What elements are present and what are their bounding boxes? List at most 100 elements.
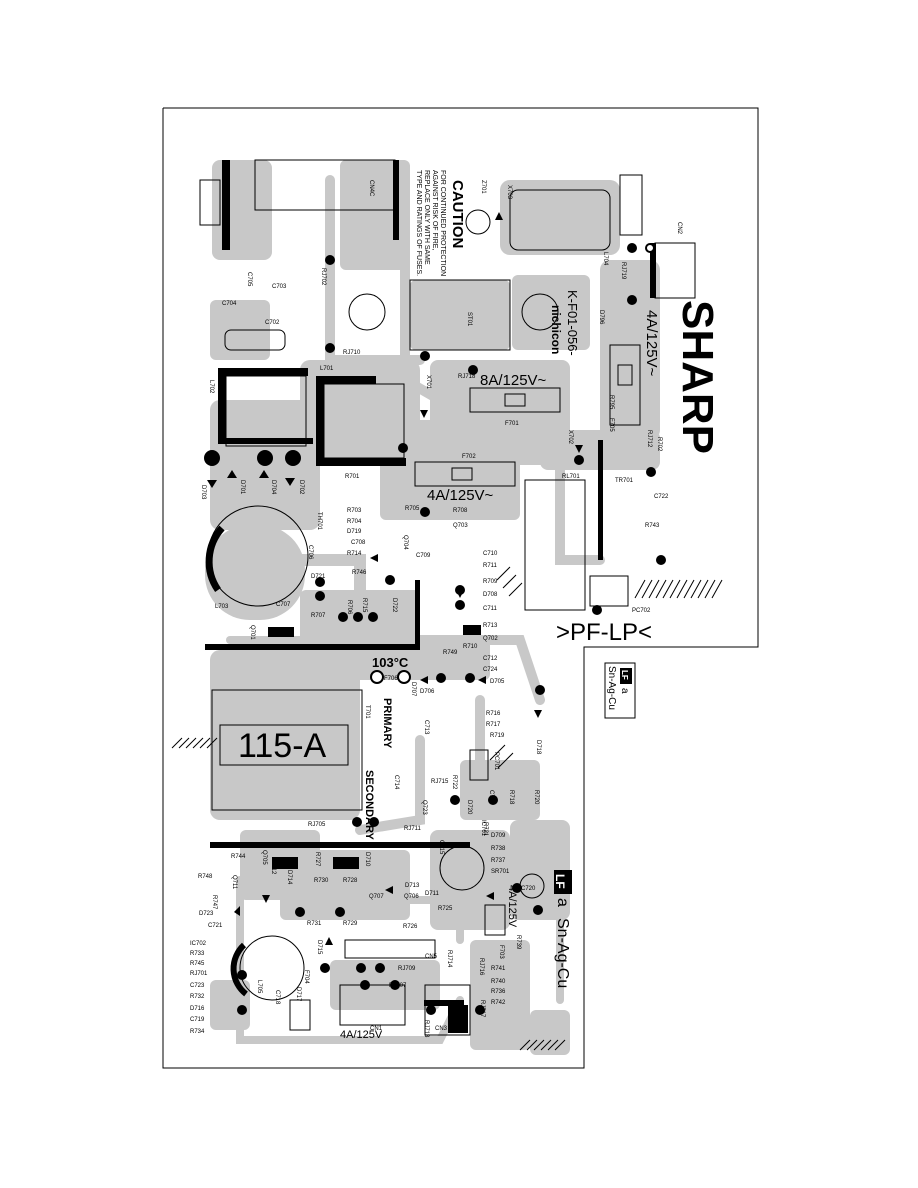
ref-d721: D721 bbox=[311, 574, 326, 580]
ref-r748: R748 bbox=[198, 874, 213, 880]
ref-q702: Q702 bbox=[483, 636, 498, 642]
ref-d796: D796 bbox=[598, 310, 604, 325]
ref-r738: R738 bbox=[491, 846, 506, 852]
ref-r704: R704 bbox=[347, 519, 362, 525]
ref-rj713: RJ713 bbox=[423, 1020, 429, 1038]
ref-rj717: RJ717 bbox=[479, 1000, 485, 1018]
ref-r729: R729 bbox=[343, 921, 358, 927]
ref-c720: C720 bbox=[521, 886, 536, 892]
ref-d717: D717 bbox=[295, 987, 301, 1002]
ref-q705: Q705 bbox=[261, 850, 267, 865]
ref-r711: R711 bbox=[483, 563, 498, 569]
ref-d703: D703 bbox=[200, 485, 206, 500]
ref-r716: R716 bbox=[486, 711, 501, 717]
ref-r717: R717 bbox=[486, 722, 501, 728]
ref-d723: D723 bbox=[199, 911, 214, 917]
ref-d715: D715 bbox=[316, 940, 322, 955]
ref-rj715: RJ715 bbox=[431, 779, 449, 785]
fuse-rating-f703: 4A/125V bbox=[506, 885, 518, 928]
ref-c708: C708 bbox=[351, 540, 366, 546]
lf-alloy-large: Sn-Ag-Cu bbox=[554, 918, 571, 988]
ref-cn2: CN2 bbox=[676, 222, 682, 235]
lead-free-mark-small: LF a Sn-Ag-Cu bbox=[604, 662, 636, 719]
ref-r707: R707 bbox=[311, 613, 326, 619]
ref-d707: D707 bbox=[410, 682, 416, 697]
ref-c715: C715 bbox=[438, 840, 444, 855]
ref-c712: C712 bbox=[483, 656, 498, 662]
ref-r731: R731 bbox=[307, 921, 322, 927]
board-outline bbox=[162, 107, 759, 1069]
ref-c711: C711 bbox=[483, 606, 498, 612]
ref-r706: R706 bbox=[346, 600, 352, 615]
ref-st01: ST01 bbox=[466, 312, 472, 327]
ref-d716: D716 bbox=[190, 1006, 205, 1012]
ref-rj719: RJ719 bbox=[620, 262, 626, 280]
lf-suffix-small: a bbox=[619, 688, 630, 694]
ref-d704: D704 bbox=[270, 480, 276, 495]
ref-d722: D722 bbox=[391, 598, 397, 613]
temp-rating-label: 103°C bbox=[372, 655, 409, 670]
ref-r719: R719 bbox=[490, 733, 505, 739]
ref-r743: R743 bbox=[645, 523, 660, 529]
caution-title: CAUTION bbox=[449, 180, 466, 248]
ref-q707: Q707 bbox=[369, 894, 384, 900]
ref-d714: D714 bbox=[286, 870, 292, 885]
brand-logo: SHARP bbox=[673, 300, 722, 454]
ref-d718: D718 bbox=[535, 740, 541, 755]
ref-d720: D720 bbox=[466, 800, 472, 815]
ref-f703: F703 bbox=[498, 945, 504, 959]
fuse-rating-f705: 4A/125V~ bbox=[643, 310, 660, 377]
ref-r795: R795 bbox=[608, 395, 614, 410]
ref-c718: C718 bbox=[274, 990, 280, 1005]
ref-d710: D710 bbox=[364, 852, 370, 867]
ref-q723: Q723 bbox=[421, 800, 427, 815]
ref-c721: C721 bbox=[208, 923, 223, 929]
ref-r730: R730 bbox=[314, 878, 329, 884]
ref-x702: X702 bbox=[567, 430, 573, 445]
ref-c705: C705 bbox=[246, 272, 252, 287]
diode-symbols bbox=[207, 212, 583, 945]
transistor-blocks bbox=[268, 625, 481, 869]
ref-r737: R737 bbox=[491, 858, 506, 864]
ref-x703: X703 bbox=[506, 185, 512, 200]
model-code-label: K-F01-056- bbox=[565, 290, 580, 356]
ref-d719: D719 bbox=[347, 529, 362, 535]
ref-r734: R734 bbox=[190, 1029, 205, 1035]
ref-rj705: RJ705 bbox=[308, 822, 326, 828]
ref-c706: C706 bbox=[307, 545, 313, 560]
ref-rj702: RJ702 bbox=[320, 268, 326, 286]
ref-r715: R715 bbox=[361, 598, 367, 613]
ref-f701: F701 bbox=[505, 421, 519, 427]
caution-line-2: AGAINST RISK OF FIRE, bbox=[431, 170, 438, 250]
ref-rj701: RJ701 bbox=[190, 971, 208, 977]
ref-pc702: PC702 bbox=[632, 608, 651, 614]
solder-pads bbox=[204, 243, 666, 1015]
ref-c713: C713 bbox=[423, 720, 429, 735]
ref-r744: R744 bbox=[231, 854, 246, 860]
ref-r741: R741 bbox=[491, 966, 506, 972]
ref-r714: R714 bbox=[347, 551, 362, 557]
ref-l705: L705 bbox=[256, 980, 262, 994]
caution-line-3: REPLACE ONLY WITH SAME bbox=[423, 170, 430, 265]
ref-x701: X701 bbox=[425, 375, 431, 390]
ref-r745: R745 bbox=[190, 961, 205, 967]
ref-d705: D705 bbox=[490, 679, 505, 685]
ref-r708: R708 bbox=[453, 508, 468, 514]
ref-r709: R709 bbox=[483, 579, 498, 585]
ref-f705: F705 bbox=[608, 418, 614, 432]
ref-d706: D706 bbox=[420, 689, 435, 695]
ref-q706: Q706 bbox=[404, 894, 419, 900]
ref-q701: Q701 bbox=[249, 625, 255, 640]
ref-rj712: RJ712 bbox=[646, 430, 652, 448]
ref-r740: R740 bbox=[491, 979, 506, 985]
ref-r727: R727 bbox=[314, 852, 320, 867]
ref-l701: L701 bbox=[320, 366, 334, 372]
cap-polarity-arcs bbox=[205, 525, 248, 997]
ref-cn5: CN5 bbox=[425, 954, 438, 960]
ref-pc701: PC701 bbox=[493, 752, 499, 771]
ref-t701: T701 bbox=[364, 705, 370, 719]
ref-d709: D709 bbox=[491, 833, 506, 839]
maker-label: nichicon bbox=[549, 305, 563, 354]
ref-d712: D712 bbox=[270, 860, 276, 875]
